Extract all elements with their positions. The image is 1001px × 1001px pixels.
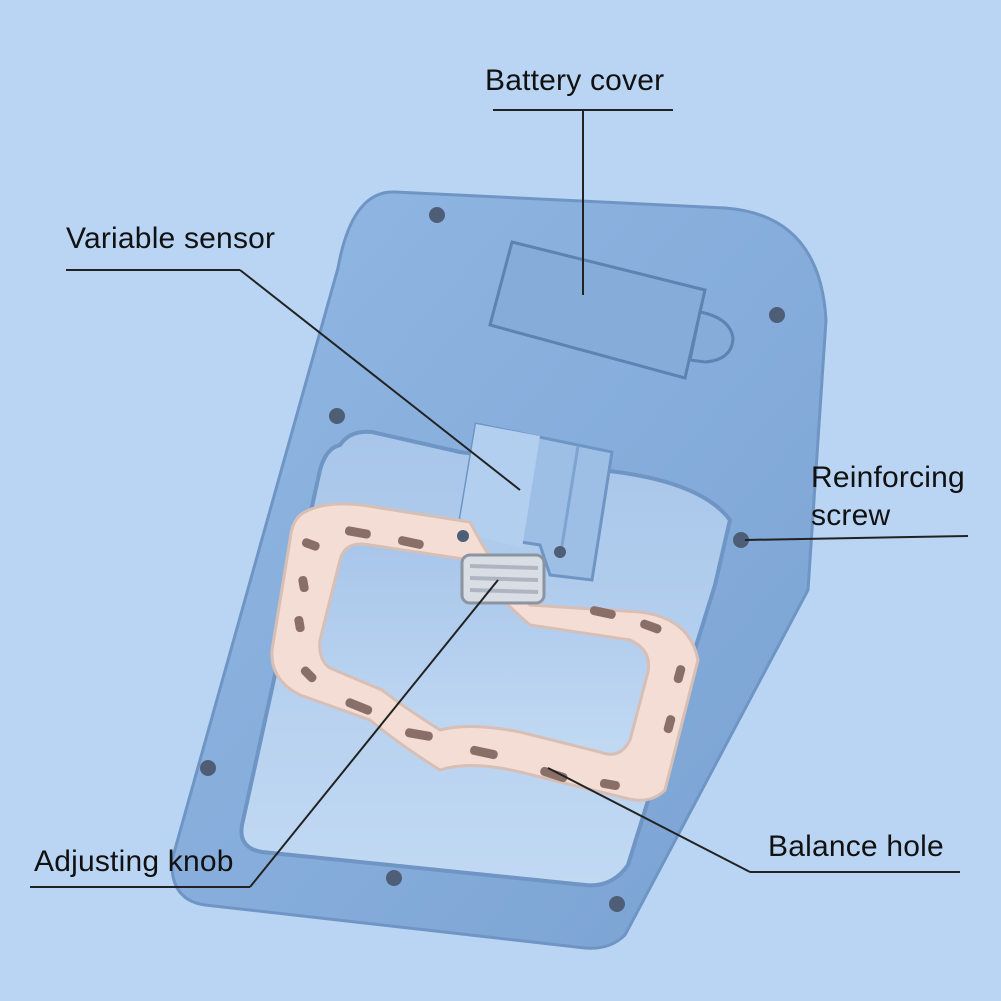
reinforcing-screws (200, 207, 785, 912)
leader-lines (30, 109, 969, 888)
label-variable-sensor: Variable sensor (66, 222, 276, 255)
balance-holes (294, 526, 686, 791)
adjusting-knob-leader (249, 579, 499, 888)
balance-hole-leader (547, 767, 751, 873)
label-reinforcing-screw-line1: Reinforcing (811, 461, 965, 494)
label-balance-hole: Balance hole (768, 830, 944, 863)
grip-handle (270, 502, 700, 802)
reinforcing-screw-leader (744, 535, 969, 541)
label-battery-cover: Battery cover (485, 64, 665, 97)
battery-cover (488, 240, 735, 380)
variable-sensor-leader (239, 269, 521, 491)
label-reinforcing-screw-line2: screw (811, 499, 891, 532)
label-adjusting-knob: Adjusting knob (34, 845, 234, 878)
variable-sensor-block (456, 422, 614, 582)
